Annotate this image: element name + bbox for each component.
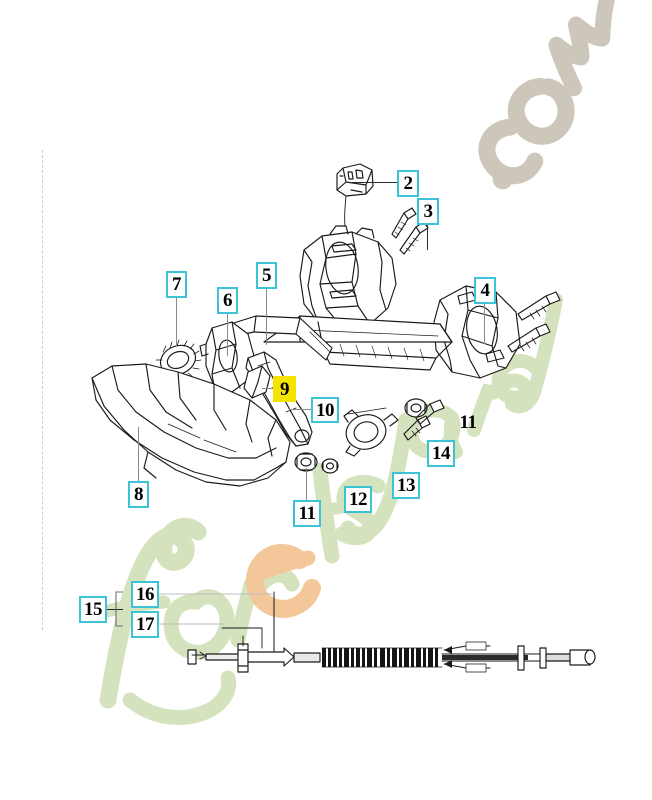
leader-line-l6 <box>227 314 228 356</box>
callout-label: 5 <box>262 265 272 286</box>
leader-line-l4 <box>484 304 485 344</box>
part-screw-14 <box>403 415 431 441</box>
callout-11-c11b[interactable]: 11 <box>293 500 321 527</box>
leader-line-l9 <box>262 388 273 389</box>
callout-5-c5[interactable]: 5 <box>256 262 277 289</box>
part-small-lever <box>243 365 271 399</box>
callout-label: 11 <box>298 503 316 524</box>
callout-17-c17[interactable]: 17 <box>131 611 159 638</box>
leader-line-l5 <box>266 289 267 345</box>
part-control-cable <box>187 591 596 673</box>
callout-label: 17 <box>136 614 155 635</box>
part-screw-14b <box>415 399 445 425</box>
part-boom-shaft <box>263 315 453 371</box>
part-nut-11-upper <box>404 398 428 418</box>
part-ring-bushing <box>155 339 202 383</box>
callout-11-c11a[interactable]: 11 <box>455 411 481 433</box>
leader-line-l11b <box>306 468 307 500</box>
leader-line-l15 <box>107 609 123 610</box>
callout-label: 10 <box>316 399 335 421</box>
part-washer-12 <box>321 458 339 474</box>
leader-line-l2 <box>352 182 397 183</box>
callout-6-c6[interactable]: 6 <box>217 287 238 314</box>
callout-14-c14[interactable]: 14 <box>427 440 455 467</box>
callout-label: 16 <box>136 584 155 605</box>
watermark-script <box>89 293 563 725</box>
callout-label: 13 <box>397 475 416 496</box>
watermark-domain <box>478 0 616 190</box>
cable-label-tags <box>465 641 487 673</box>
page-edge-guide <box>42 150 43 630</box>
callout-8-c8[interactable]: 8 <box>128 481 149 508</box>
callout-15-c15[interactable]: 15 <box>79 596 107 623</box>
callout-10-c10[interactable]: 10 <box>311 397 339 423</box>
part-handle-shell <box>91 363 291 487</box>
callout-16-c16[interactable]: 16 <box>131 581 159 608</box>
part-screw-3a <box>391 207 417 239</box>
callout-label: 14 <box>432 443 451 464</box>
callout-label: 8 <box>134 484 144 505</box>
callout-label: 4 <box>480 280 491 301</box>
callout-9-c9[interactable]: 9 <box>273 376 296 402</box>
part-screw-4b <box>507 323 551 353</box>
callout-label: 11 <box>459 411 477 433</box>
leader-line-l3 <box>427 225 428 250</box>
callout-label: 2 <box>403 173 414 194</box>
callout-13-c13[interactable]: 13 <box>392 472 420 499</box>
part-lever-arm <box>223 315 333 361</box>
callout-label: 7 <box>172 274 182 295</box>
callout-label: 12 <box>349 489 368 510</box>
part-screw-4a <box>517 291 561 321</box>
part-clamp-ring-13 <box>343 407 399 457</box>
callout-4-c4[interactable]: 4 <box>474 277 496 304</box>
callout-label: 15 <box>84 599 103 620</box>
callout-2-c2[interactable]: 2 <box>397 170 419 197</box>
callout-12-c12[interactable]: 12 <box>344 486 372 513</box>
leader-line-l8 <box>138 427 139 481</box>
callout-label: 6 <box>223 290 233 311</box>
callout-3-c3[interactable]: 3 <box>417 198 439 225</box>
callout-label: 9 <box>280 378 290 400</box>
callout-7-c7[interactable]: 7 <box>166 271 187 298</box>
leader-line-l7 <box>176 298 177 346</box>
callout-label: 3 <box>423 201 434 222</box>
part-screw-3b <box>399 221 429 255</box>
part-main-housing <box>299 225 397 331</box>
leader-line-l10 <box>289 409 311 410</box>
part-stop-switch <box>336 163 374 227</box>
